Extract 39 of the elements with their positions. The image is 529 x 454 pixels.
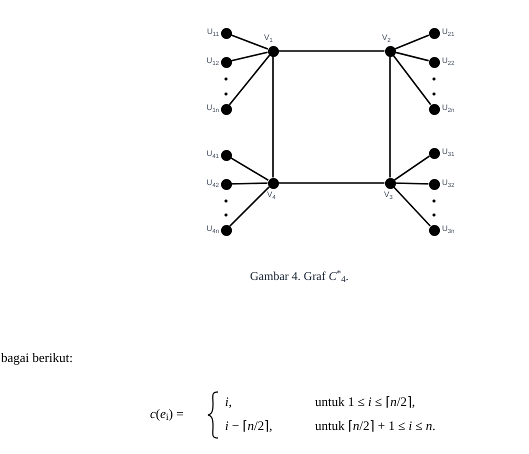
vertex-label: U$_{4n}$ [206,225,219,233]
vertex-label: U$_{31}$ [442,148,454,156]
vertex-label: U$_{32}$ [442,179,454,187]
vertex-label: U$_{3n}$ [442,225,454,233]
vertex-label: U$_{41}$ [206,150,219,158]
graph-edge [389,56,391,178]
graph-edge [278,50,384,52]
vertex-label: U$_{2n}$ [442,104,454,112]
vertex-label: U$_{42}$ [206,179,219,187]
graph-edge [230,157,269,181]
graph-edge [393,186,431,227]
vertex-label: U$_{11}$ [206,28,219,36]
vertex-label: U$_{1n}$ [206,104,219,112]
formula-text: untuk 1 ≤ i ≤ ⌈n/2⌉, [315,394,416,410]
body-text: bagai berikut: [1,350,73,366]
graph-edge [395,182,429,185]
graph-edge [229,186,270,227]
formula-text: untuk ⌈n/2⌉ + 1 ≤ i ≤ n. [315,418,436,434]
vertex-label: U$_{22}$ [442,57,454,65]
graph-edge [392,54,432,106]
formula-text: i, [225,394,232,410]
graph-edge [231,182,268,185]
graph-edge [394,34,430,50]
graph-edge [394,155,430,181]
formula-text: c(e$_{i}$) = [150,406,184,422]
vertex-label: V$_{1}$ [264,34,273,42]
vertex-label: V$_{3}$ [384,191,393,199]
graph-edge [395,52,429,62]
graph-edge [230,34,268,50]
vertex-label: V$_{2}$ [382,34,391,42]
graph-edge [228,54,270,106]
graph-edge [278,182,384,184]
vertex-label: U$_{12}$ [206,57,219,65]
vertex-label: V$_{4}$ [267,191,276,199]
graph-edge [272,56,274,178]
formula-text: i − ⌈n/2⌉, [225,418,272,434]
vertex-label: U$_{21}$ [442,28,454,36]
graph-edge [231,51,268,62]
figure-caption: Gambar 4. Graf C$^{*}$$_{4}$. [250,267,349,285]
